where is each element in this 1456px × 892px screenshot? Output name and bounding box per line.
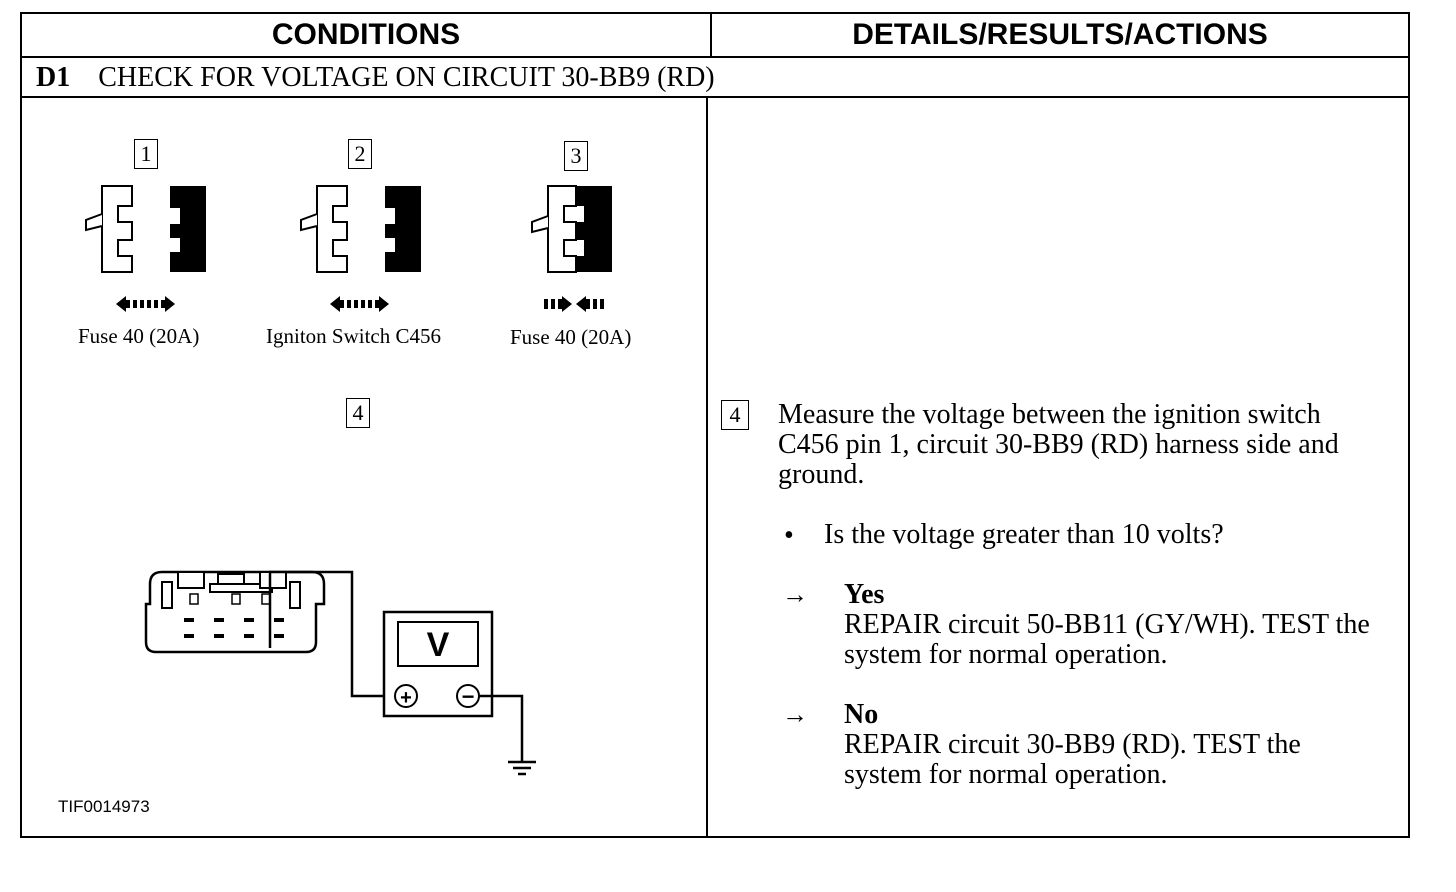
connector-connected-3: [531, 185, 612, 273]
positive-probe-wire: [268, 570, 414, 698]
details-header: DETAILS/RESULTS/ACTIONS: [852, 18, 1268, 51]
arrows-apart-icon: [330, 296, 389, 312]
connector-figures: [85, 185, 612, 312]
ignition-switch-connector-icon: [144, 570, 326, 654]
procedure-table: CONDITIONS DETAILS/RESULTS/ACTIONS D1 CH…: [20, 12, 1410, 838]
arrows-together-icon: [544, 296, 604, 312]
step-title: D1 CHECK FOR VOLTAGE ON CIRCUIT 30-BB9 (…: [36, 58, 715, 98]
ground-symbol-icon: [508, 760, 536, 776]
callout-4-action: 4: [721, 400, 749, 430]
question-text: Is the voltage greater than 10 volts?: [824, 519, 1224, 550]
no-arrow-icon: →: [782, 700, 808, 729]
step-id: D1: [36, 62, 71, 93]
minus-terminal-label: −: [462, 684, 475, 709]
instruction-text: Measure the voltage between the ignition…: [778, 399, 1339, 490]
connector-disconnected-2: [300, 185, 421, 273]
caption-fuse-40-connected: Fuse 40 (20A): [510, 325, 632, 349]
callout-3: 3: [564, 141, 588, 171]
yes-action-text: REPAIR circuit 50-BB11 (GY/WH). TEST the…: [844, 609, 1370, 670]
figure-id: TIF0014973: [58, 797, 150, 816]
caption-fuse-40: Fuse 40 (20A): [78, 324, 200, 348]
meter-display: V: [427, 626, 450, 664]
yes-label: Yes: [844, 579, 885, 610]
header-divider: [710, 14, 712, 56]
conditions-header: CONDITIONS: [271, 18, 461, 51]
voltmeter-circuit-diagram: V + −: [144, 570, 536, 776]
title-rule: [22, 96, 1408, 98]
callout-1: 1: [134, 139, 158, 169]
body-divider: [706, 98, 708, 838]
no-action-text: REPAIR circuit 30-BB9 (RD). TEST the sys…: [844, 729, 1301, 790]
voltmeter-icon: [382, 610, 494, 718]
header-rule: [22, 56, 1408, 58]
connector-disconnected-1: [85, 185, 206, 273]
ground-wire: [479, 694, 524, 762]
step-title-text: CHECK FOR VOLTAGE ON CIRCUIT 30-BB9 (RD): [98, 62, 715, 93]
callout-4-diagram: 4: [346, 398, 370, 428]
arrows-apart-icon: [116, 296, 175, 312]
no-label: No: [844, 699, 879, 730]
bullet-icon: •: [784, 520, 794, 551]
yes-arrow-icon: →: [782, 580, 808, 609]
plus-terminal-label: +: [400, 687, 412, 709]
callout-2: 2: [348, 139, 372, 169]
caption-ignition-switch: Igniton Switch C456: [266, 324, 442, 348]
